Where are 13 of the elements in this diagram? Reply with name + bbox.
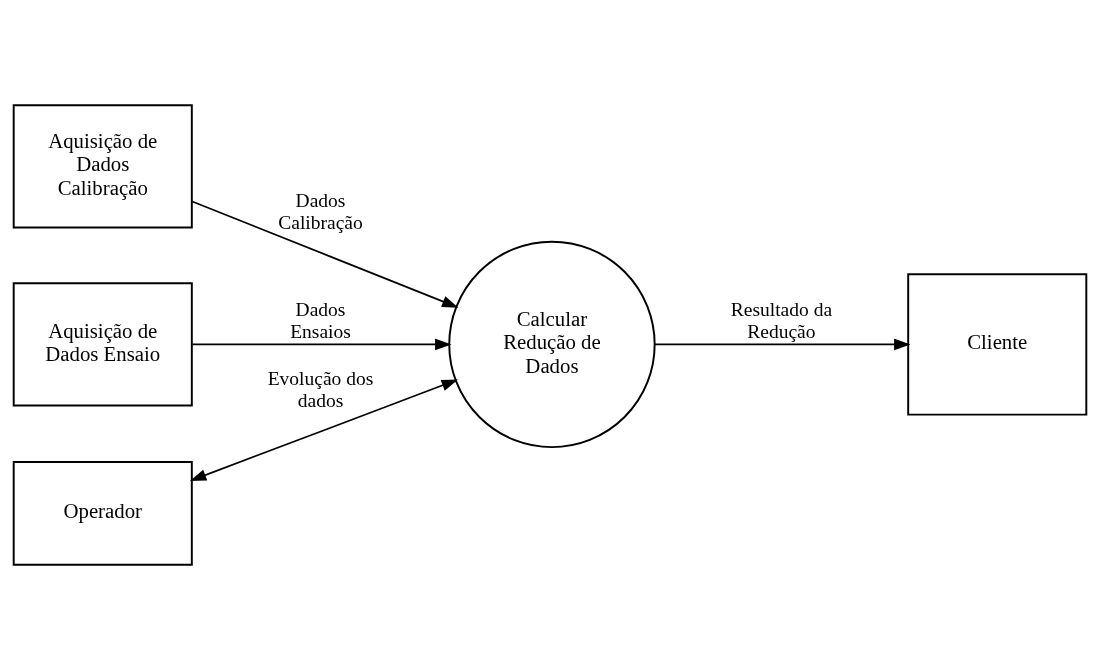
node-box: Aquisição de Dados Calibração [12,103,193,228]
arrow [191,338,452,350]
node-box: Aquisição de Dados Ensaio [12,281,193,406]
node-box: Operador [12,460,193,566]
edge-label: Dados Calibração [278,189,363,233]
node-circle: Calcular Redução de Dados [448,240,656,448]
arrow [189,378,459,481]
edge-label: Dados Ensaios [290,298,351,342]
node-box: Cliente [907,272,1088,416]
arrow [653,338,911,350]
edge-label: Resultado da Redução [730,298,833,342]
edge-label: Evolução dos dados [267,367,374,411]
arrow [191,200,459,308]
